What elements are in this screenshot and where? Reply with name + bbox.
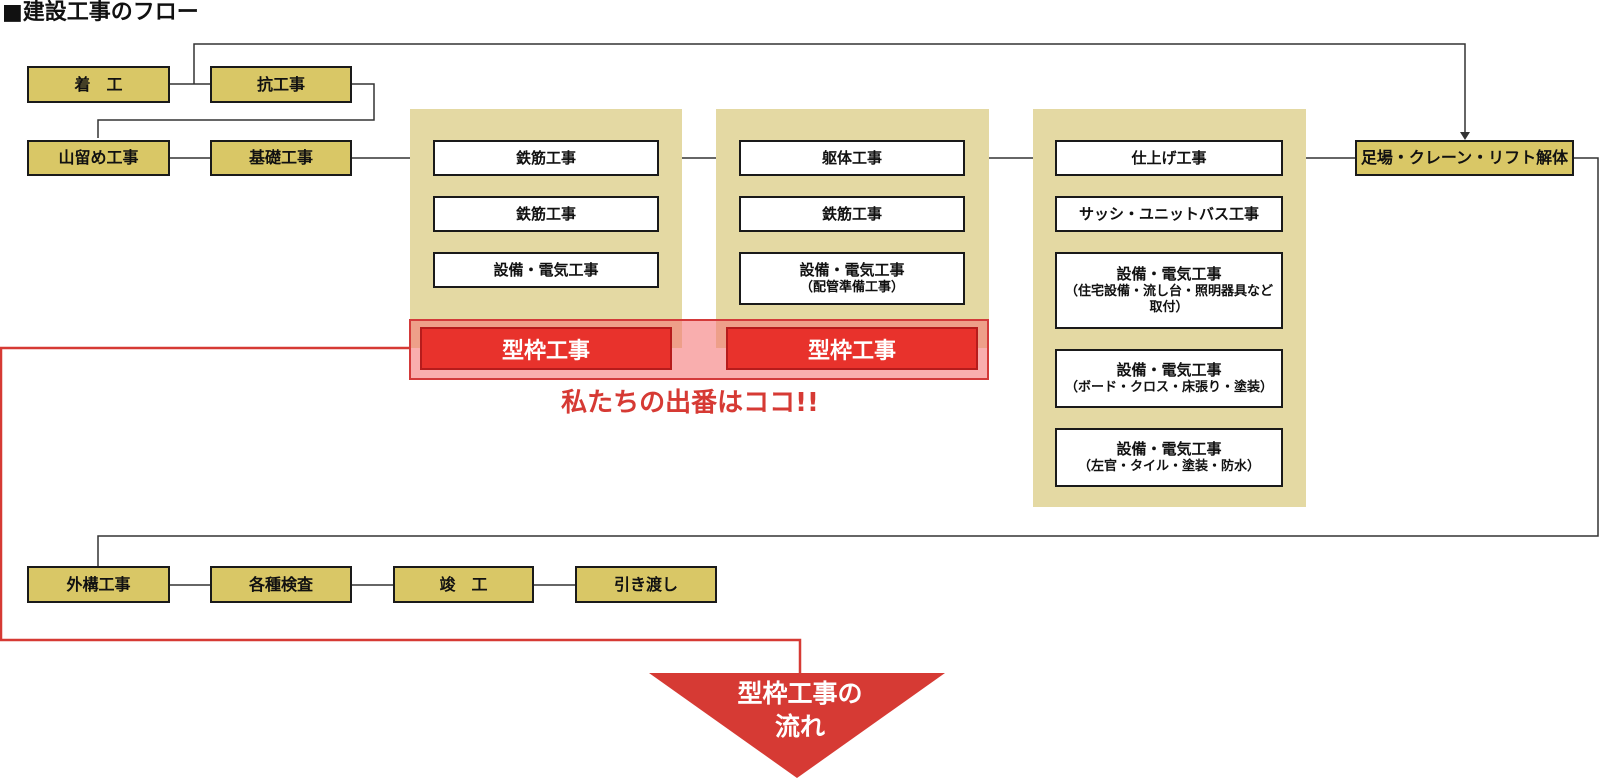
col3-setsubi-3-sub: （左官・タイル・塗装・防水） [1077,458,1260,474]
col1-setsubi: 設備・電気工事 [433,252,659,288]
col1-tekkin-1: 鉄筋工事 [433,140,659,176]
step-ashiba-kaitai-label: 足場・クレーン・リフト解体 [1360,148,1569,167]
step-kensa-label: 各種検査 [248,574,313,594]
callout-text: 私たちの出番はココ!! [561,388,819,418]
step-chakko-label: 着 工 [74,74,123,94]
col2-tekkin: 鉄筋工事 [739,196,965,232]
step-hikiwatashi: 引き渡し [575,566,717,603]
col3-sash-label: サッシ・ユニットバス工事 [1078,204,1259,223]
step-gaiko-label: 外構工事 [66,574,131,594]
flow-arrow-text: 型枠工事の 流れ [650,677,950,743]
col3-setsubi-2-label: 設備・電気工事 [1116,361,1222,379]
flow-arrow-line1: 型枠工事の [737,679,863,708]
formwork-box-left-label: 型枠工事 [501,338,590,364]
step-ashiba-kaitai: 足場・クレーン・リフト解体 [1355,140,1574,176]
step-chakko: 着 工 [27,66,170,103]
col2-setsubi-label: 設備・電気工事 [799,261,905,279]
col2-setsubi: 設備・電気工事 （配管準備工事） [739,252,965,305]
col1-tekkin-2: 鉄筋工事 [433,196,659,232]
col3-shiage: 仕上げ工事 [1055,140,1283,176]
col2-kutai: 躯体工事 [739,140,965,176]
formwork-box-left: 型枠工事 [420,327,672,370]
step-yamadome: 山留め工事 [27,140,170,176]
step-gaiko: 外構工事 [27,566,170,603]
step-shunko-label: 竣 工 [439,574,488,594]
col2-setsubi-sub: （配管準備工事） [799,279,904,295]
step-kui-koji-label: 抗工事 [256,74,305,94]
col3-setsubi-1: 設備・電気工事 （住宅設備・流し台・照明器具など 取付） [1055,252,1283,329]
formwork-box-right: 型枠工事 [726,327,978,370]
step-hikiwatashi-label: 引き渡し [613,574,678,594]
step-kensa: 各種検査 [210,566,352,603]
col3-setsubi-1-sub1: （住宅設備・流し台・照明器具など [1064,283,1273,299]
col1-tekkin-1-label: 鉄筋工事 [515,148,576,167]
col3-shiage-label: 仕上げ工事 [1131,148,1207,167]
col3-sash: サッシ・ユニットバス工事 [1055,196,1283,232]
col3-setsubi-3-label: 設備・電気工事 [1116,440,1222,458]
step-kiso-label: 基礎工事 [248,148,313,167]
col2-kutai-label: 躯体工事 [821,148,882,167]
col3-setsubi-3: 設備・電気工事 （左官・タイル・塗装・防水） [1055,428,1283,487]
flow-arrow [649,673,945,778]
col1-setsubi-label: 設備・電気工事 [493,260,599,279]
page-title: ■建設工事のフロー [2,0,199,25]
step-yamadome-label: 山留め工事 [58,148,139,167]
formwork-box-right-label: 型枠工事 [807,338,896,364]
col3-setsubi-2: 設備・電気工事 （ボード・クロス・床張り・塗装） [1055,349,1283,408]
col1-tekkin-2-label: 鉄筋工事 [515,204,576,223]
step-shunko: 竣 工 [393,566,534,603]
flow-arrow-line2: 流れ [774,712,825,741]
col3-setsubi-1-label: 設備・電気工事 [1116,264,1222,283]
step-kiso: 基礎工事 [210,140,352,176]
col2-tekkin-label: 鉄筋工事 [821,204,882,223]
step-kui-koji: 抗工事 [210,66,352,103]
col3-setsubi-1-sub2: 取付） [1149,299,1189,315]
col3-setsubi-2-sub: （ボード・クロス・床張り・塗装） [1064,379,1273,395]
